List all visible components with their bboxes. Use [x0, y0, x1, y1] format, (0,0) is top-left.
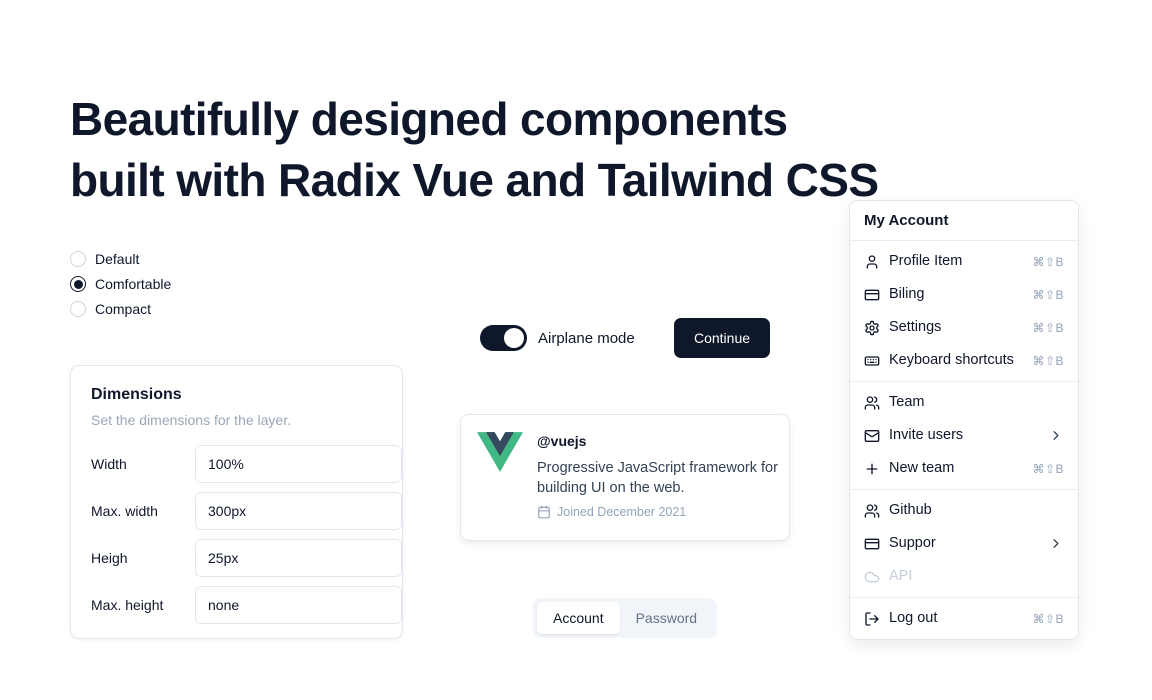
menu-item-label: API — [889, 568, 913, 584]
radio-compact-label[interactable]: Compact — [95, 301, 152, 317]
vue-hover-card: @vuejs Progressive JavaScript framework … — [460, 414, 790, 541]
max-width-field-row: Max. width — [91, 492, 402, 530]
menu-shortcut: ⌘⇧B — [1032, 461, 1064, 476]
page-title-line1: Beautifully designed components — [70, 92, 788, 145]
dimensions-card: Dimensions Set the dimensions for the la… — [70, 365, 403, 639]
menu-item-api: API — [850, 560, 1078, 593]
height-field-row: Heigh — [91, 539, 402, 577]
cloud-icon — [864, 571, 880, 582]
calendar-icon — [538, 505, 550, 519]
account-menu: My Account Profile Item ⌘⇧B Biling ⌘⇧B S… — [849, 200, 1079, 640]
menu-item-label: Invite users — [889, 427, 964, 443]
tab-account[interactable]: Account — [537, 602, 620, 634]
menu-separator — [850, 381, 1078, 382]
gear-icon — [865, 320, 879, 335]
menu-shortcut: ⌘⇧B — [1032, 353, 1064, 368]
page-title-line2: built with Radix Vue and Tailwind CSS — [70, 153, 879, 206]
vue-description: Progressive JavaScript framework for bui… — [537, 460, 778, 496]
tab-password[interactable]: Password — [635, 610, 698, 626]
joined-row: Joined December 2021 — [537, 505, 773, 519]
switch-thumb — [504, 328, 524, 348]
joined-date: Joined December 2021 — [557, 505, 687, 519]
vue-handle: @vuejs — [537, 433, 587, 449]
plus-icon — [866, 463, 878, 474]
users-icon — [864, 395, 880, 410]
max-width-label: Max. width — [91, 503, 158, 519]
menu-item-billing[interactable]: Biling ⌘⇧B — [850, 278, 1078, 311]
menu-item-log-out[interactable]: Log out ⌘⇧B — [850, 602, 1078, 635]
mail-icon — [864, 429, 880, 442]
menu-separator — [850, 597, 1078, 598]
menu-item-keyboard-shortcuts[interactable]: Keyboard shortcuts ⌘⇧B — [850, 344, 1078, 377]
radio-compact[interactable] — [70, 301, 86, 317]
menu-shortcut: ⌘⇧B — [1032, 287, 1064, 302]
menu-item-team[interactable]: Team — [850, 386, 1078, 419]
width-field-row: Width — [91, 445, 402, 483]
vue-logo-icon — [477, 432, 523, 472]
menu-item-label: Log out — [889, 610, 938, 626]
menu-item-label: Team — [889, 394, 925, 410]
menu-group-team: Team Invite users New team ⌘⇧B — [850, 382, 1078, 489]
hover-card-body: @vuejs Progressive JavaScript framework … — [537, 431, 778, 524]
airplane-mode-row: Airplane mode — [480, 325, 635, 351]
max-height-input[interactable] — [195, 586, 402, 624]
github-icon — [864, 503, 880, 518]
menu-shortcut: ⌘⇧B — [1032, 254, 1064, 269]
radio-comfortable-label[interactable]: Comfortable — [95, 276, 172, 292]
radio-default-label[interactable]: Default — [95, 251, 140, 267]
log-out-icon — [865, 611, 879, 626]
menu-item-invite-users[interactable]: Invite users — [850, 419, 1078, 452]
credit-card-icon — [864, 289, 880, 300]
chevron-right-icon — [1053, 431, 1059, 440]
menu-item-label: Keyboard shortcuts — [889, 352, 1014, 368]
menu-shortcut: ⌘⇧B — [1032, 320, 1064, 335]
height-input[interactable] — [195, 539, 402, 577]
tabs: Account Password — [533, 598, 718, 638]
menu-group-profile: Profile Item ⌘⇧B Biling ⌘⇧B Settings ⌘⇧B… — [850, 241, 1078, 381]
page-title: Beautifully designed components built wi… — [70, 89, 879, 211]
menu-item-github[interactable]: Github — [850, 494, 1078, 527]
max-height-label: Max. height — [91, 597, 164, 613]
width-label: Width — [91, 456, 127, 472]
menu-separator — [850, 240, 1078, 241]
menu-item-label: Suppor — [889, 535, 936, 551]
menu-item-label: Biling — [889, 286, 925, 302]
menu-group-misc: Github Suppor API — [850, 490, 1078, 597]
radio-selected-dot — [73, 279, 83, 289]
radio-default[interactable] — [70, 251, 86, 267]
max-height-field-row: Max. height — [91, 586, 402, 624]
dimensions-subtitle: Set the dimensions for the layer. — [91, 412, 291, 428]
continue-button[interactable]: Continue — [674, 318, 770, 358]
menu-item-new-team[interactable]: New team ⌘⇧B — [850, 452, 1078, 485]
chevron-right-icon — [1053, 539, 1059, 548]
menu-item-label: Settings — [889, 319, 942, 335]
menu-item-settings[interactable]: Settings ⌘⇧B — [850, 311, 1078, 344]
support-icon — [864, 538, 880, 549]
radio-group: Default Comfortable Compact — [70, 251, 171, 317]
menu-item-profile[interactable]: Profile Item ⌘⇧B — [850, 245, 1078, 278]
height-label: Heigh — [91, 550, 128, 566]
airplane-mode-switch[interactable] — [480, 325, 527, 351]
menu-shortcut: ⌘⇧B — [1032, 611, 1064, 626]
radio-comfortable[interactable] — [70, 276, 86, 292]
menu-group-logout: Log out ⌘⇧B — [850, 598, 1078, 639]
menu-title: My Account — [864, 212, 949, 229]
radio-option-comfortable[interactable]: Comfortable — [70, 276, 171, 292]
radio-option-compact[interactable]: Compact — [70, 301, 171, 317]
keyboard-icon — [864, 355, 880, 366]
menu-item-label: Profile Item — [889, 253, 963, 269]
radio-option-default[interactable]: Default — [70, 251, 171, 267]
menu-item-support[interactable]: Suppor — [850, 527, 1078, 560]
menu-separator — [850, 489, 1078, 490]
dimensions-title: Dimensions — [91, 386, 182, 403]
user-icon — [866, 254, 878, 269]
width-input[interactable] — [195, 445, 402, 483]
menu-item-label: Github — [889, 502, 932, 518]
max-width-input[interactable] — [195, 492, 402, 530]
menu-item-label: New team — [889, 460, 955, 476]
airplane-mode-label[interactable]: Airplane mode — [538, 329, 635, 347]
